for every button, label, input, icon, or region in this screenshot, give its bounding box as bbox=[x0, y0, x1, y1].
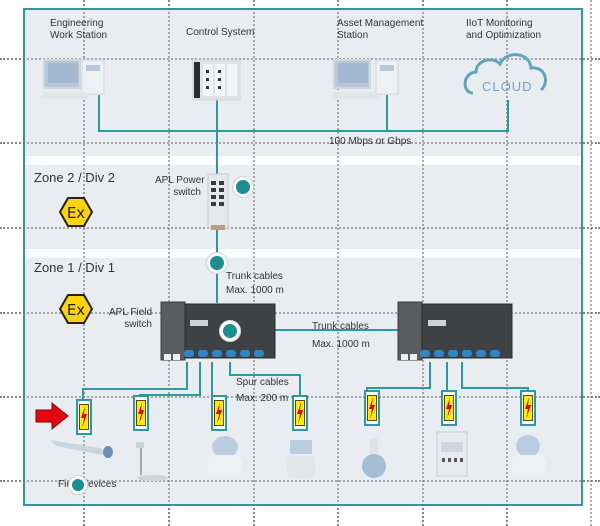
cloud-icon bbox=[463, 53, 547, 95]
label-line: Max. 1000 m bbox=[226, 285, 284, 296]
lightning-bolt-icon bbox=[81, 406, 87, 428]
ex-hazard-icon: Ex bbox=[59, 197, 93, 227]
apl-field-switch-icon bbox=[397, 301, 513, 361]
label-line: Trunk cables bbox=[312, 321, 369, 332]
label-line: Engineering bbox=[50, 18, 104, 29]
label-line: Max. 1000 m bbox=[312, 339, 370, 350]
lightning-bolt-icon bbox=[525, 397, 531, 419]
connection-node bbox=[223, 324, 237, 338]
lightning-bolt-icon bbox=[138, 402, 144, 424]
svg-text:Ex: Ex bbox=[67, 204, 85, 222]
power-supply-module-icon bbox=[436, 431, 468, 477]
connection-node bbox=[210, 256, 224, 270]
connection-node bbox=[236, 180, 250, 194]
apl-power-switch-icon bbox=[207, 173, 229, 230]
control-system-label: Control System bbox=[186, 27, 255, 38]
hazard-marker-device-6 bbox=[441, 390, 457, 426]
label-line: and Optimization bbox=[466, 30, 542, 41]
flow-meter-icon bbox=[208, 436, 242, 475]
cloud-text: CLOUD bbox=[482, 79, 533, 94]
lightning-bolt-icon bbox=[446, 397, 452, 419]
ex-hazard-icon: Ex bbox=[59, 294, 93, 324]
apl-field-switch-label: APL Field switch bbox=[108, 307, 152, 331]
engineering-workstation-icon bbox=[40, 59, 105, 99]
backbone-label: 100 Mbps or Gbps bbox=[329, 136, 412, 147]
label-line: IIoT Monitoring bbox=[466, 18, 533, 29]
svg-text:Ex: Ex bbox=[67, 301, 85, 319]
label-line: Spur cables bbox=[236, 377, 289, 388]
asset-management-label: Asset Management Station bbox=[337, 18, 423, 42]
red-arrow-pointer bbox=[35, 401, 69, 431]
lightning-bolt-icon bbox=[369, 397, 375, 419]
label-line: Station bbox=[337, 30, 369, 41]
hazard-marker-device-2 bbox=[133, 395, 149, 431]
flow-meter-icon bbox=[512, 435, 546, 475]
apl-power-switch-label: APL Power switch bbox=[155, 175, 205, 199]
hazard-marker-device-4 bbox=[292, 395, 308, 431]
hazard-marker-device-3 bbox=[211, 395, 227, 431]
apl-field-switch-icon bbox=[160, 301, 276, 361]
connection-node bbox=[72, 479, 84, 491]
trunk-cable-2-label: Trunk cables Max. 1000 m bbox=[312, 318, 370, 354]
zone2-title: Zone 2 / Div 2 bbox=[34, 170, 115, 185]
label-line: Max. 200 m bbox=[236, 393, 289, 404]
field-devices-label: Field devices bbox=[58, 479, 117, 490]
control-system-icon bbox=[192, 59, 241, 101]
valve-positioner-icon bbox=[287, 440, 315, 478]
proximity-sensor-icon bbox=[50, 440, 113, 458]
iiot-label: IIoT Monitoring and Optimization bbox=[466, 18, 541, 42]
analyzer-flask-icon bbox=[362, 438, 386, 478]
hazard-marker-device-5 bbox=[364, 390, 380, 426]
zone-separator bbox=[25, 249, 581, 258]
level-transmitter-icon bbox=[136, 442, 169, 481]
lightning-bolt-icon bbox=[297, 402, 303, 424]
trunk-cable-label: Trunk cables Max. 1000 m bbox=[226, 270, 284, 298]
zone-separator bbox=[25, 156, 581, 165]
label-line: APL Power bbox=[155, 175, 205, 186]
lightning-bolt-icon bbox=[216, 402, 222, 424]
label-line: switch bbox=[124, 319, 152, 330]
hazard-marker-device-1 bbox=[76, 399, 92, 435]
label-line: APL Field bbox=[109, 307, 152, 318]
label-line: Work Station bbox=[50, 30, 108, 41]
spur-cable-label: Spur cables Max. 200 m bbox=[236, 375, 289, 407]
label-line: Asset Management bbox=[337, 18, 424, 29]
label-line: switch bbox=[173, 187, 201, 198]
asset-management-workstation-icon bbox=[330, 59, 399, 99]
zone1-title: Zone 1 / Div 1 bbox=[34, 260, 115, 275]
engineering-station-label: Engineering Work Station bbox=[50, 18, 107, 42]
label-line: Trunk cables bbox=[226, 271, 283, 282]
hazard-marker-device-7 bbox=[520, 390, 536, 426]
